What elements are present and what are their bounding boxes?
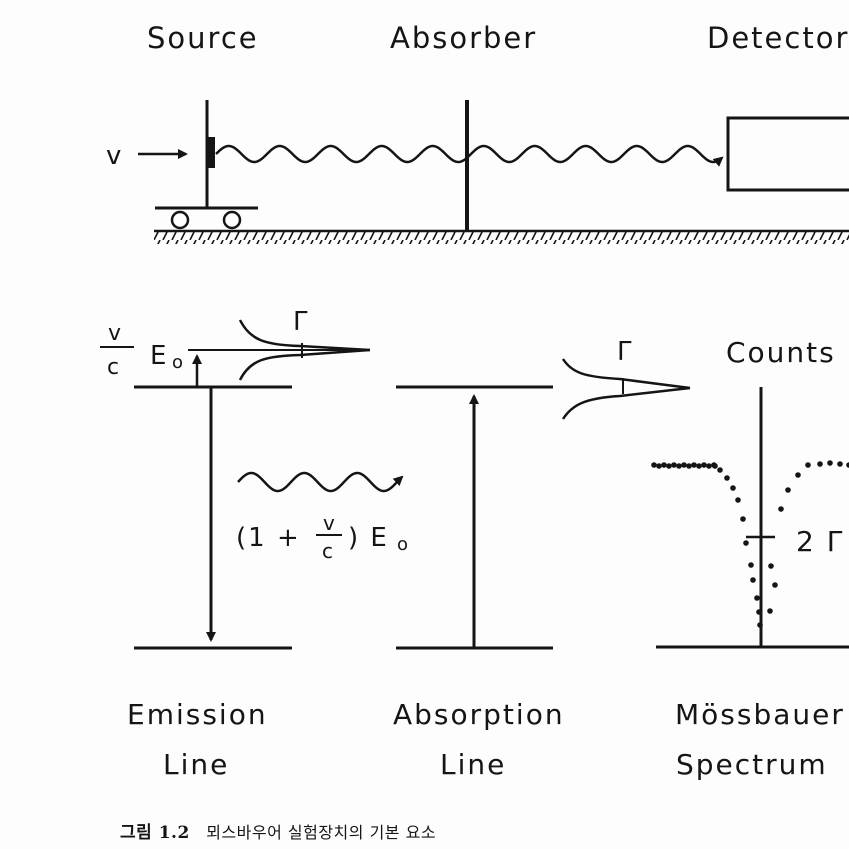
spectrum-point — [748, 562, 754, 568]
ground — [154, 229, 849, 244]
width-label: 2 Γ — [796, 525, 844, 558]
spectrum-point — [651, 462, 657, 468]
detector-label: Detector — [707, 21, 849, 55]
spectrum-point — [681, 462, 687, 468]
absorber-label: Absorber — [390, 21, 537, 55]
absorption-label-line2: Line — [440, 748, 506, 781]
spectrum-point — [701, 462, 707, 468]
photon-energy-suffix: ) E — [348, 523, 389, 553]
spectrum-point — [671, 462, 677, 468]
spectrum-point — [778, 506, 784, 512]
caption-number: 그림 1.2 — [120, 823, 190, 843]
spectrum-point — [717, 467, 723, 473]
spectrum-point — [754, 595, 760, 601]
spectrum-point — [756, 609, 762, 615]
photon-energy-sub: o — [397, 534, 410, 555]
spectrum-point — [750, 577, 756, 583]
spectrum-label-line1: Mössbauer — [675, 698, 845, 731]
spectrum-point — [656, 463, 662, 469]
spectrum-point — [735, 497, 741, 503]
spectrum-data-points — [651, 460, 849, 628]
figure-caption: 그림 1.2 뫼스바우어 실험장치의 기본 요소 — [120, 818, 436, 843]
detector-box — [726, 116, 849, 192]
spectrum-point — [691, 462, 697, 468]
spectrum-point — [676, 463, 682, 469]
absorption-gamma-label: Γ — [617, 337, 634, 367]
absorption-label-line1: Absorption — [393, 698, 565, 731]
spectrum-point — [768, 563, 774, 569]
spectrum-point — [706, 463, 712, 469]
emission-label-line1: Emission — [127, 698, 268, 731]
spectrum-point — [743, 540, 749, 546]
spectrum-point — [795, 472, 801, 478]
spectrum-point — [740, 516, 746, 522]
shift-fraction-den: c — [107, 355, 121, 380]
spectrum-point — [757, 622, 763, 628]
source-cart — [155, 100, 258, 230]
spectrum-label-line2: Spectrum — [676, 748, 828, 781]
spectrum-point — [805, 462, 811, 468]
gamma-ray-wave — [215, 144, 724, 167]
spectrum-point — [724, 475, 730, 481]
spectrum-axes — [656, 387, 849, 649]
spectrum-point — [712, 463, 718, 469]
spectrum-point — [666, 463, 672, 469]
absorption-line-diagram — [396, 358, 691, 650]
spectrum-point — [846, 462, 849, 468]
counts-axis-label: Counts — [726, 336, 836, 369]
emission-gamma-label: Γ — [293, 307, 310, 337]
emission-label-line2: Line — [163, 748, 229, 781]
spectrum-point — [785, 487, 791, 493]
spectrum-point — [730, 485, 736, 491]
velocity-label: v — [106, 141, 123, 171]
spectrum-point — [686, 463, 692, 469]
spectrum-point — [837, 461, 843, 467]
spectrum-point — [827, 460, 833, 466]
photon-energy-prefix: (1 + — [236, 523, 301, 553]
shift-energy-sub: o — [172, 352, 185, 373]
photon-energy-den: c — [322, 539, 335, 563]
spectrum-point — [661, 462, 667, 468]
source-sample — [207, 137, 215, 168]
spectrum-point — [767, 608, 773, 614]
shift-energy: E — [150, 341, 168, 371]
emitted-photon-wave — [237, 471, 404, 493]
spectrum-point — [817, 461, 823, 467]
photon-energy-num: v — [323, 511, 337, 535]
source-label: Source — [147, 21, 259, 55]
emission-line-diagram — [134, 319, 371, 650]
caption-text: 뫼스바우어 실험장치의 기본 요소 — [206, 823, 437, 842]
spectrum-point — [772, 582, 778, 588]
spectrum-point — [696, 463, 702, 469]
shift-fraction-num: v — [108, 321, 123, 346]
